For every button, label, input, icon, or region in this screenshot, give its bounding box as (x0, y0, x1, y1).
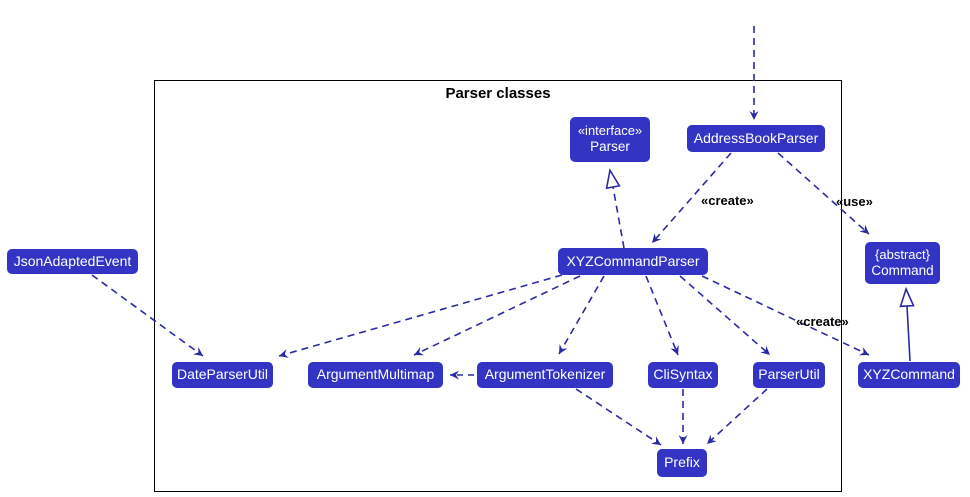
edge-xyzcommandparser-to-parserutil (679, 275, 771, 356)
class-label: ArgumentTokenizer (484, 366, 606, 383)
class-label: Parser (590, 139, 630, 155)
class-parser-interface: «interface» Parser (570, 117, 650, 162)
class-argument-multimap: ArgumentMultimap (308, 362, 443, 388)
class-parser-util: ParserUtil (753, 362, 825, 388)
class-label: DateParserUtil (176, 366, 269, 383)
class-json-adapted-event: JsonAdaptedEvent (7, 249, 138, 274)
class-stereotype: «interface» (577, 123, 643, 139)
parser-classes-frame (154, 80, 842, 492)
class-label: Prefix (664, 454, 700, 471)
class-command-abstract: {abstract} Command (865, 242, 940, 284)
class-xyz-command-parser: XYZCommandParser (558, 248, 708, 275)
edge-xyzcommandparser-to-argumentmultimap (413, 275, 581, 356)
class-cli-syntax: CliSyntax (648, 362, 718, 388)
edge-label-create-command: «create» (796, 314, 849, 329)
class-address-book-parser: AddressBookParser (687, 125, 825, 152)
edge-addressbookparser-creates-xyzcommandparser (651, 152, 732, 244)
class-label: ArgumentMultimap (316, 366, 435, 383)
edge-argumenttokenizer-to-prefix (575, 388, 662, 446)
class-stereotype: {abstract} (875, 246, 930, 262)
edge-addressbookparser-uses-command (777, 152, 870, 235)
frame-title: Parser classes (445, 85, 551, 102)
edge-xyzcommand-extends-command (899, 286, 915, 362)
class-argument-tokenizer: ArgumentTokenizer (477, 362, 613, 388)
edge-label-use-command: «use» (836, 194, 873, 209)
class-date-parser-util: DateParserUtil (172, 362, 273, 388)
class-label: AddressBookParser (693, 129, 819, 146)
edge-xyzcommandparser-implements-parser (605, 168, 625, 249)
class-xyz-command: XYZCommand (858, 362, 960, 388)
class-label: CliSyntax (653, 366, 713, 383)
edge-parserutil-to-prefix (706, 388, 768, 445)
edge-label-create-commandparser: «create» (701, 193, 754, 208)
class-label: Command (871, 262, 934, 278)
class-label: ParserUtil (758, 366, 820, 383)
class-label: XYZCommand (863, 366, 955, 383)
class-label: XYZCommandParser (566, 252, 700, 269)
class-prefix: Prefix (657, 449, 707, 477)
edge-xyzcommandparser-to-clisyntax (645, 275, 679, 356)
class-label: JsonAdaptedEvent (13, 252, 132, 269)
edge-xyzcommandparser-to-argumenttokenizer (558, 275, 605, 355)
edge-xyzcommandparser-creates-xyzcommand (701, 275, 870, 356)
edge-jsonadaptedevent-to-dateparserutil (91, 274, 204, 357)
edge-xyzcommandparser-to-dateparserutil (278, 274, 563, 358)
